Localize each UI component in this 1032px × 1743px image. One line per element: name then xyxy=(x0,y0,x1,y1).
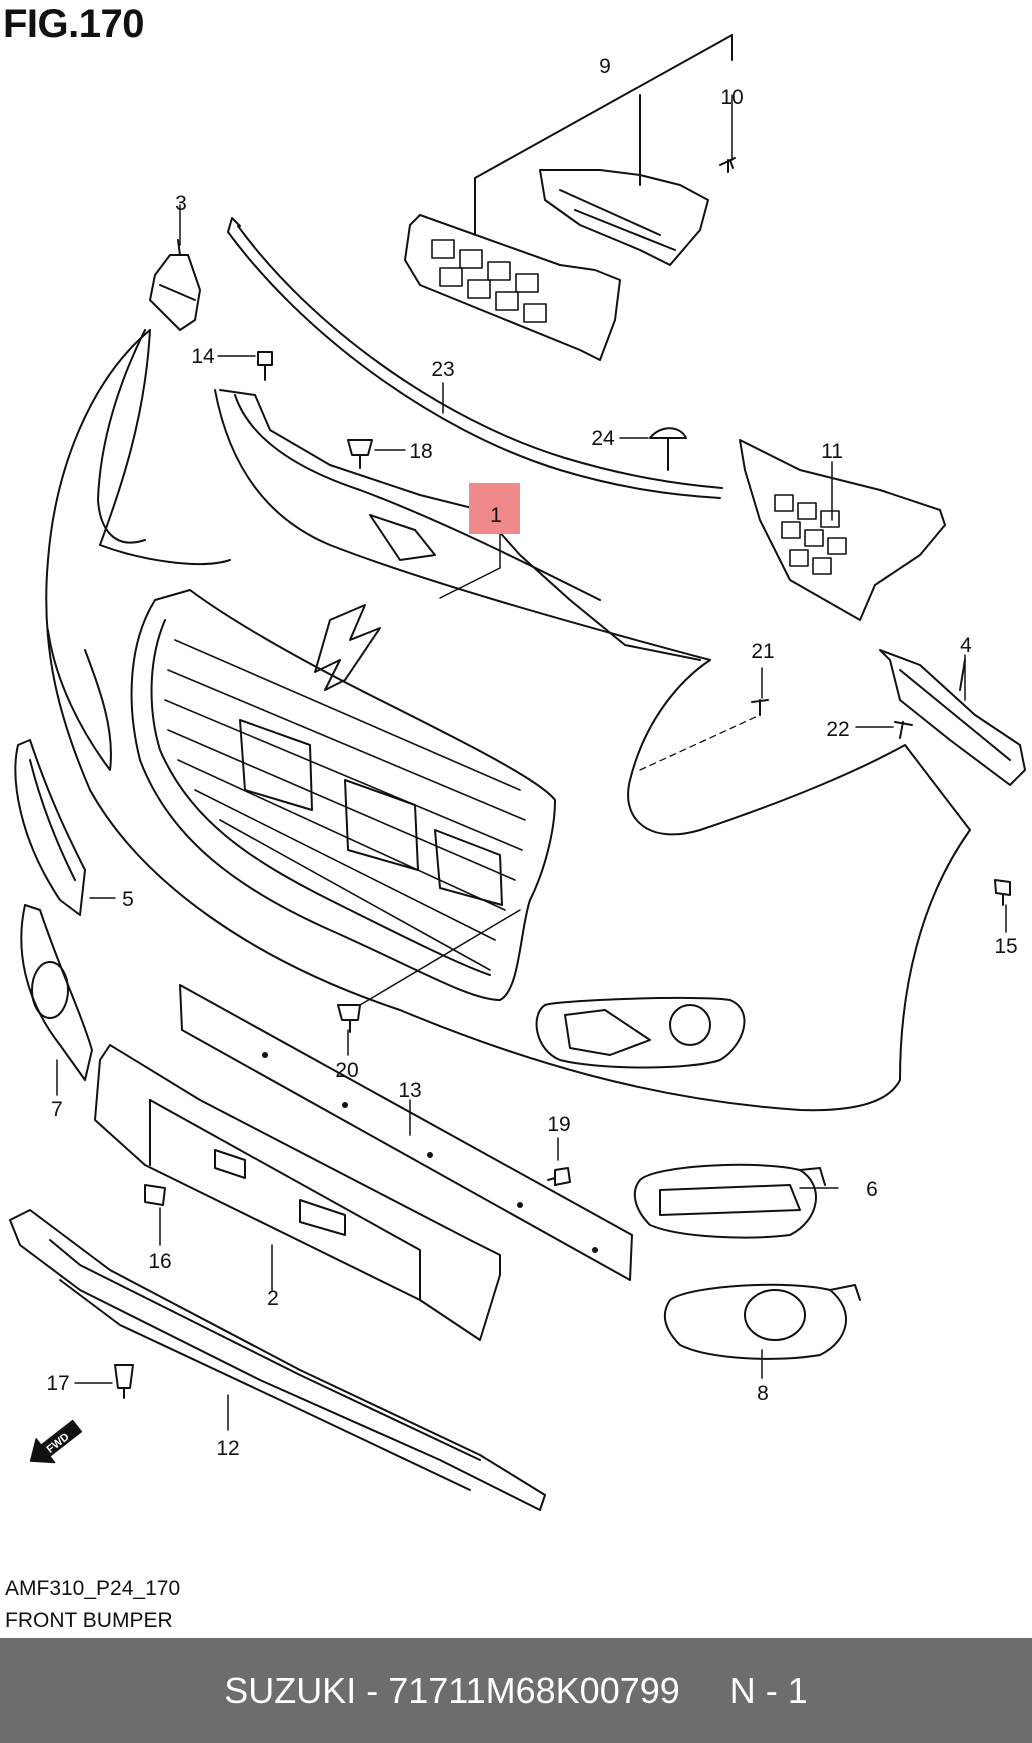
callout-12[interactable]: 12 xyxy=(216,1437,239,1460)
callout-1[interactable]: 1 xyxy=(490,504,502,527)
callout-23[interactable]: 23 xyxy=(431,358,454,381)
left-bracket-part[interactable] xyxy=(149,239,201,331)
callout-10[interactable]: 10 xyxy=(720,86,743,109)
callout-labels: 1 2 3 4 5 6 7 8 9 10 11 12 13 14 15 16 1… xyxy=(46,55,1017,1460)
callout-7[interactable]: 7 xyxy=(51,1098,63,1121)
callout-5[interactable]: 5 xyxy=(122,888,134,911)
callout-17[interactable]: 17 xyxy=(46,1372,69,1395)
callout-2[interactable]: 2 xyxy=(267,1287,279,1310)
fog-bezel-upper-part[interactable] xyxy=(633,1163,826,1239)
callout-15[interactable]: 15 xyxy=(994,935,1017,958)
under-cover-part[interactable] xyxy=(9,1209,546,1511)
callout-4[interactable]: 4 xyxy=(960,634,972,657)
fasteners xyxy=(114,157,1011,1399)
callout-19[interactable]: 19 xyxy=(547,1113,570,1136)
callout-9[interactable]: 9 xyxy=(599,55,611,78)
left-trim-part[interactable] xyxy=(14,739,86,916)
fwd-arrow-icon: FWD xyxy=(29,1419,82,1464)
upper-bracket-part[interactable] xyxy=(404,34,733,361)
callout-21[interactable]: 21 xyxy=(751,640,774,663)
leader-lines xyxy=(56,94,1007,1431)
fog-bezel-lower-part[interactable] xyxy=(663,1283,861,1360)
callout-20[interactable]: 20 xyxy=(335,1059,358,1082)
footer-part-number: SUZUKI - 71711M68K00799 N - 1 xyxy=(224,1669,808,1711)
right-bracket-part[interactable] xyxy=(739,439,946,621)
callout-13[interactable]: 13 xyxy=(398,1079,421,1102)
callout-11[interactable]: 11 xyxy=(821,440,843,463)
footer-bar: SUZUKI - 71711M68K00799 N - 1 xyxy=(0,1638,1032,1743)
side-bracket-part[interactable] xyxy=(879,649,1026,786)
callout-24[interactable]: 24 xyxy=(591,427,615,450)
callout-3[interactable]: 3 xyxy=(175,192,187,215)
callout-22[interactable]: 22 xyxy=(826,718,849,741)
diagram-caption: FRONT BUMPER xyxy=(5,1609,173,1632)
diagram-code: AMF310_P24_170 xyxy=(5,1577,181,1600)
bumper-cover-part[interactable] xyxy=(45,329,971,1112)
callout-6[interactable]: 6 xyxy=(866,1178,878,1201)
figure-title: FIG.170 xyxy=(3,2,145,46)
reinforcement-strip-part[interactable] xyxy=(179,984,633,1281)
callout-18[interactable]: 18 xyxy=(409,440,432,463)
parts-diagram: 1 2 3 4 5 6 7 8 9 10 11 12 13 14 15 16 1… xyxy=(9,34,1026,1511)
left-lower-trim-part[interactable] xyxy=(20,904,93,1081)
lower-plate-part[interactable] xyxy=(94,1044,501,1341)
callout-16[interactable]: 16 xyxy=(148,1250,171,1273)
callout-14[interactable]: 14 xyxy=(191,345,215,368)
callout-1-highlight xyxy=(469,483,520,534)
upper-moulding-part[interactable] xyxy=(227,217,723,499)
callout-8[interactable]: 8 xyxy=(757,1382,769,1405)
